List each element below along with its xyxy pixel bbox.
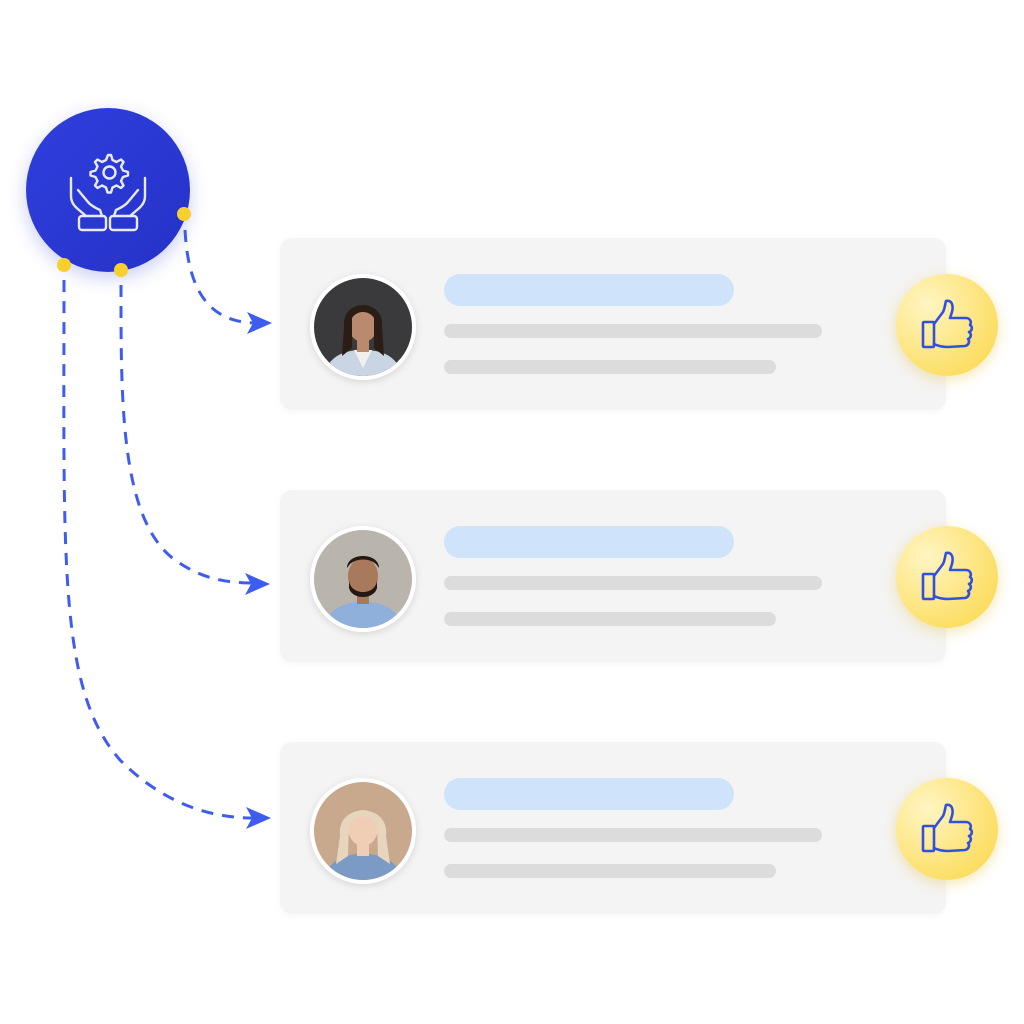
text-placeholder-bar [444,612,776,626]
text-placeholder-bar [444,576,822,590]
connector-to-card-3 [62,279,254,820]
text-placeholder-bar [444,828,822,842]
profile-card-1 [280,238,998,410]
thumbs-up-badge[interactable] [896,778,998,880]
thumbs-up-badge[interactable] [896,274,998,376]
text-placeholder-bar [444,360,776,374]
avatar [310,526,416,632]
arrowhead-card-1 [247,312,272,334]
connector-dot-middle [114,263,128,277]
avatar [310,274,416,380]
text-placeholder-bar [444,324,822,338]
arrowhead-card-3 [246,807,271,829]
title-placeholder-bar [444,778,734,810]
connector-to-card-2 [119,284,254,585]
thumbs-up-icon [896,526,998,628]
connector-dot-left [57,258,71,272]
hub-circle [26,108,190,272]
avatar [310,778,416,884]
title-placeholder-bar [444,274,734,306]
thumbs-up-icon [896,778,998,880]
hands-gear-icon [26,108,190,272]
thumbs-up-icon [896,274,998,376]
arrowhead-card-2 [245,573,270,595]
thumbs-up-badge[interactable] [896,526,998,628]
connector-to-card-1 [183,229,256,325]
connector-dot-right [177,207,191,221]
title-placeholder-bar [444,526,734,558]
text-placeholder-bar [444,864,776,878]
profile-card-3 [280,742,998,914]
profile-card-2 [280,490,998,662]
